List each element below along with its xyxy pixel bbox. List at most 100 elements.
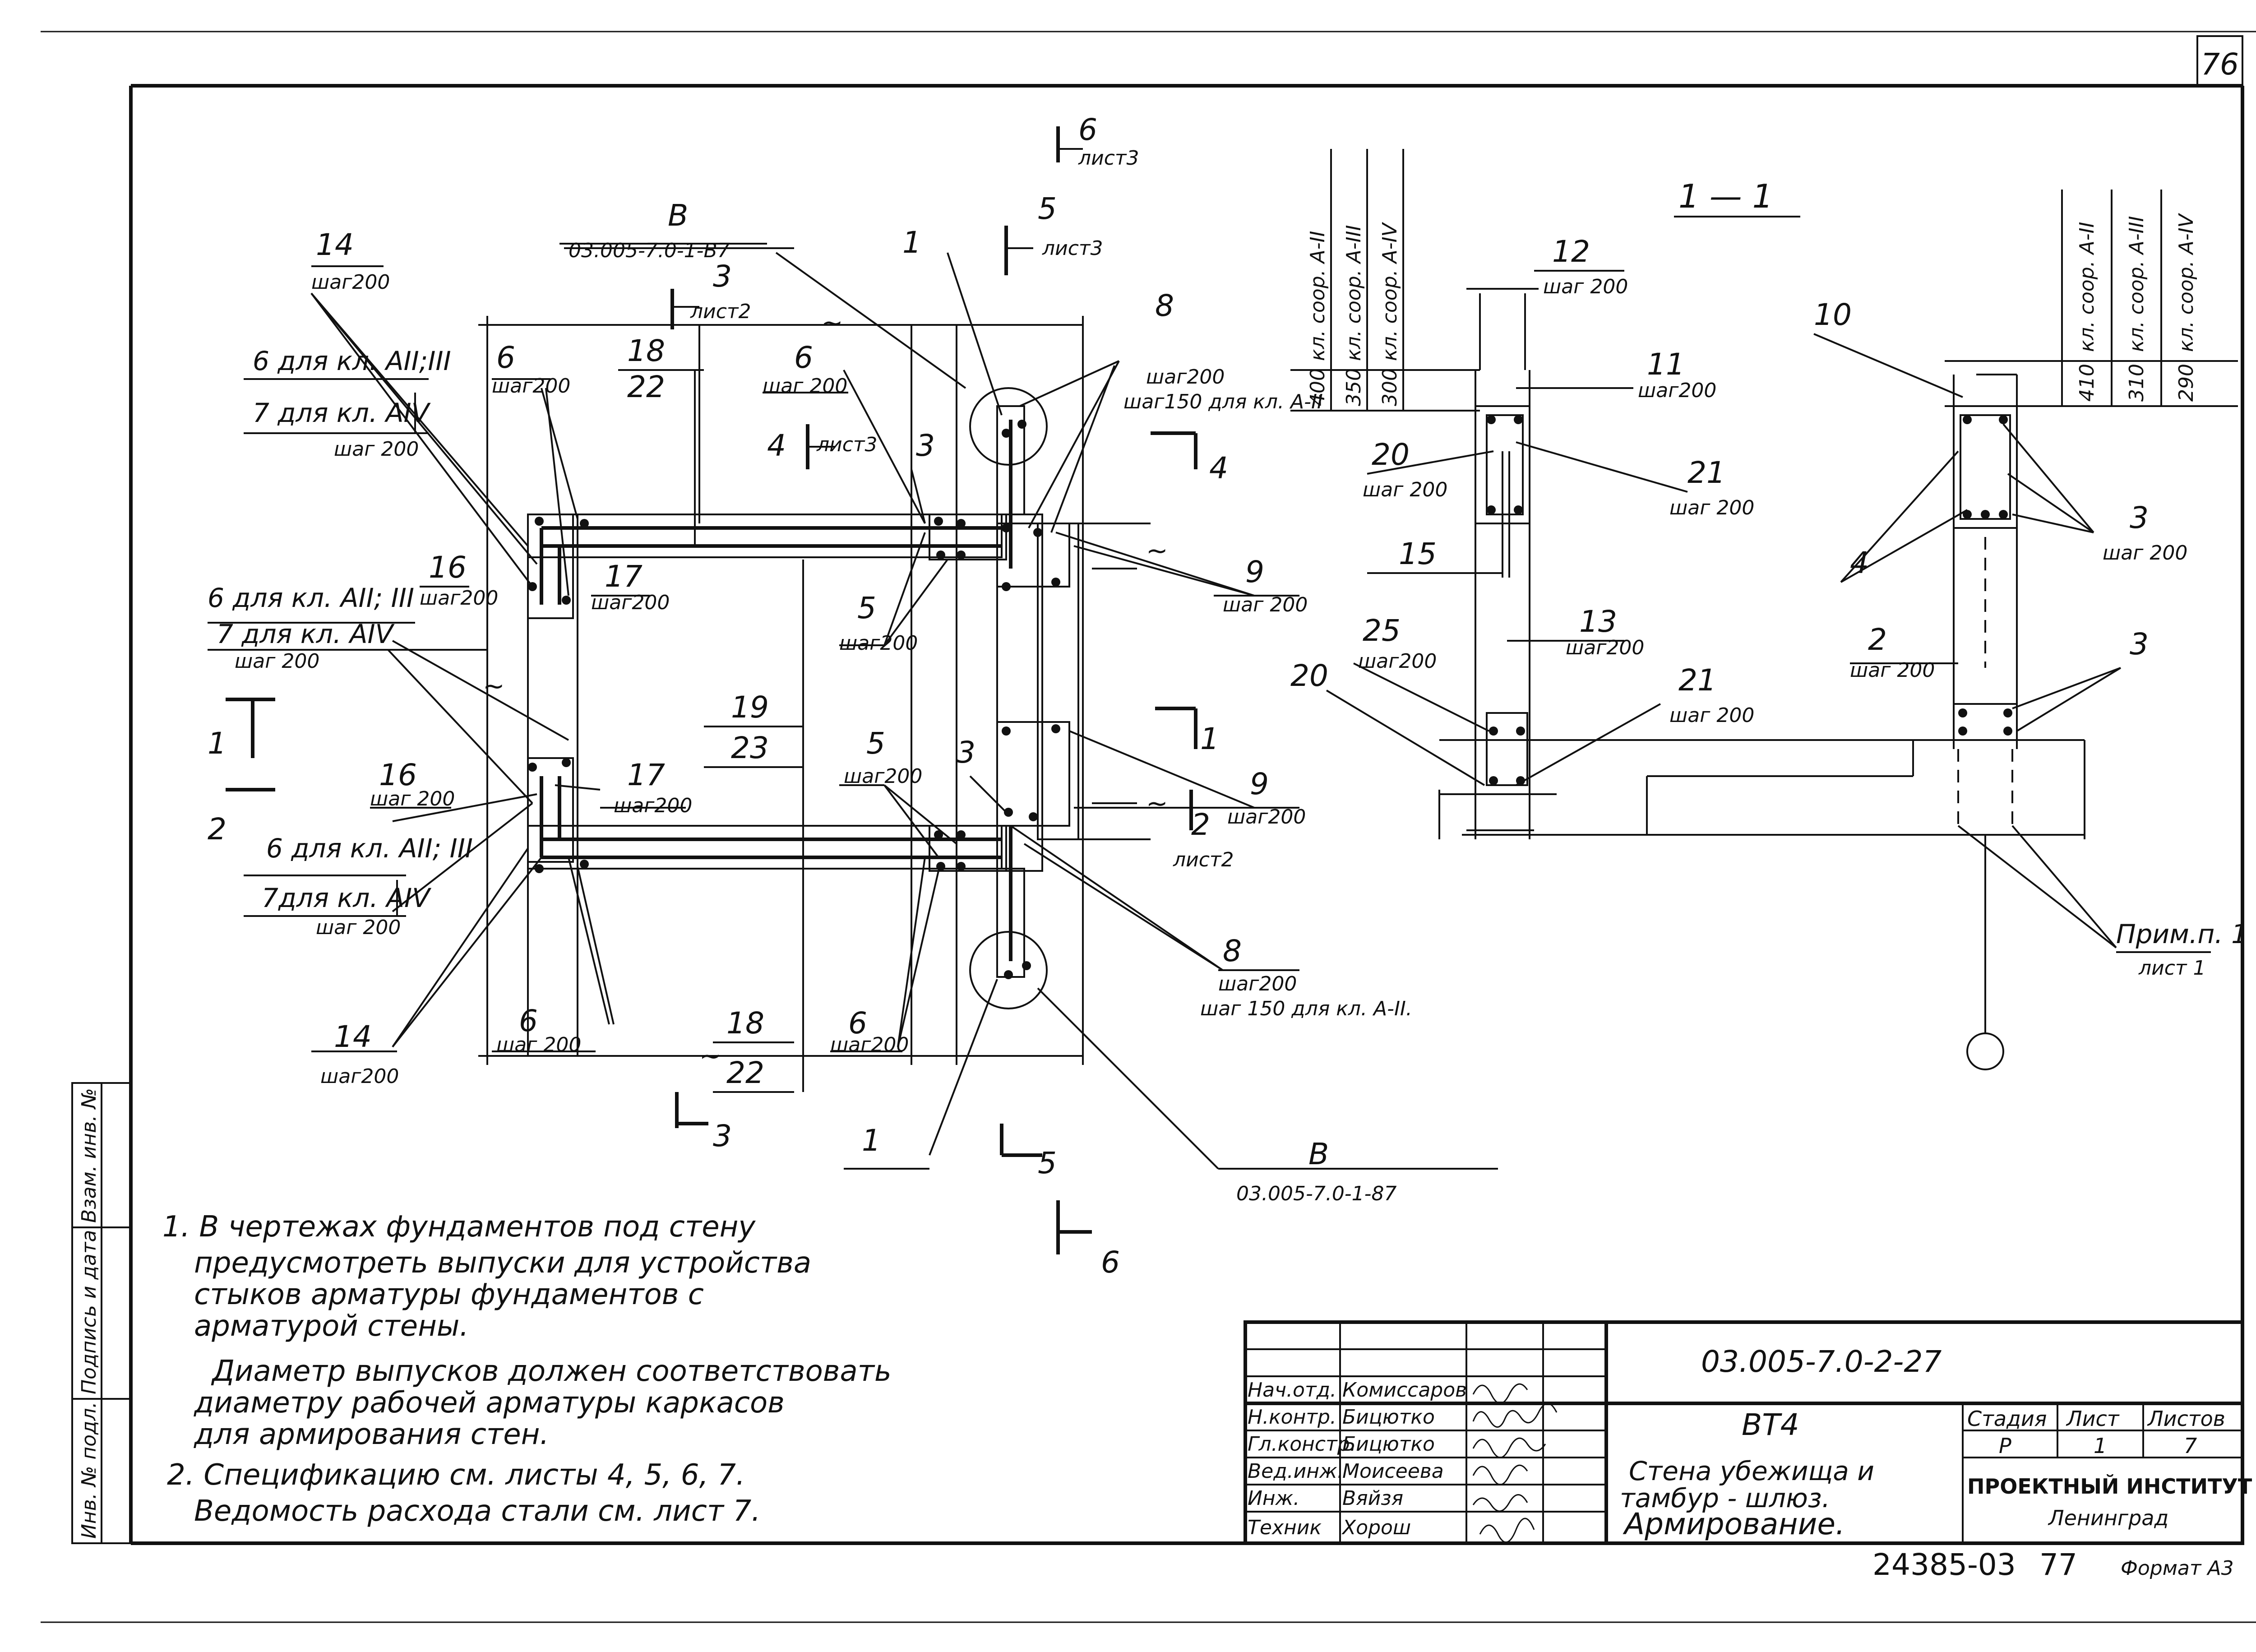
label-pos14-top-step: шаг200 bbox=[311, 271, 390, 294]
label-cut1-left: 1 bbox=[208, 726, 227, 761]
label-pos7-bot-note: 7для кл. АIV bbox=[262, 883, 432, 913]
label-pos9-bot-step: шаг200 bbox=[1227, 805, 1306, 828]
note-line-8: 2. Спецификацию см. листы 4, 5, 6, 7. bbox=[167, 1458, 745, 1492]
label-pos6-bot-note: 6 для кл. АII; III bbox=[266, 833, 473, 864]
label-pos6-c: 6 bbox=[519, 1004, 538, 1038]
sec-pos25-step: шаг200 bbox=[1358, 650, 1437, 673]
label-cut5-top: 5 bbox=[1038, 191, 1057, 226]
label-pos5-bot: 5 bbox=[866, 726, 885, 761]
label-cut2-right: 2 bbox=[1191, 807, 1210, 842]
label-pos19: 19 bbox=[731, 690, 769, 725]
label-pos5-bot-step: шаг200 bbox=[844, 765, 922, 788]
tb-name-1: Бицютко bbox=[1342, 1406, 1435, 1429]
tb-mark: ВТ4 bbox=[1742, 1407, 1799, 1442]
tb-role-2: Гл.констр. bbox=[1248, 1433, 1356, 1456]
side-stamp-podpis: Подпись и дата bbox=[78, 1230, 101, 1394]
note-line-5: Диаметр выпусков должен соответствовать bbox=[211, 1355, 892, 1388]
label-pos16-top-step: шаг200 bbox=[420, 587, 498, 610]
sec-pos21-top: 21 bbox=[1687, 455, 1725, 490]
label-pos8-bot-step2: шаг 150 для кл. А-II. bbox=[1200, 997, 1412, 1020]
sec-pos3-r: 3 bbox=[2130, 500, 2149, 535]
label-pos6-d: 6 bbox=[848, 1006, 867, 1041]
label-pos23: 23 bbox=[731, 731, 769, 765]
tb-stage: Р bbox=[1999, 1434, 2011, 1458]
label-pos7-top-note: 7 для кл. АIV bbox=[253, 398, 431, 428]
note-line-9: Ведомость расхода стали см. лист 7. bbox=[194, 1495, 761, 1528]
label-pos1-bot: 1 bbox=[862, 1123, 881, 1158]
sec-r-cls-a2: кл. соор. А-II bbox=[2076, 222, 2099, 352]
side-stamp: Инв. № подл. Подпись и дата Взам. инв. № bbox=[71, 1082, 132, 1544]
title-block: 03.005-7.0-2-27 ВТ4 Стена убежища и тамб… bbox=[1244, 1320, 2256, 1545]
sheet-frame: 76 bbox=[41, 31, 2256, 1623]
note-line-3: стыков арматуры фундаментов с bbox=[194, 1278, 704, 1311]
sec-pos11-step: шаг200 bbox=[1638, 379, 1716, 402]
label-pos5-top-step: шаг200 bbox=[839, 632, 918, 655]
note-line-6: диаметру рабочей арматуры каркасов bbox=[194, 1386, 785, 1420]
tb-name-2: Бицютко bbox=[1342, 1433, 1435, 1456]
tb-role-3: Вед.инж. bbox=[1248, 1460, 1344, 1483]
label-pos8-bot: 8 bbox=[1223, 934, 1242, 968]
section-cut-marks bbox=[226, 126, 1197, 1254]
sec-dim-350: 350 bbox=[1342, 368, 1365, 406]
break-mark-right: ~ bbox=[1146, 535, 1168, 566]
label-pos17-top: 17 bbox=[605, 559, 643, 594]
signatures bbox=[1472, 1383, 1558, 1543]
note-line-7: для армирования стен. bbox=[194, 1418, 549, 1451]
tb-role-5: Техник bbox=[1248, 1516, 1322, 1539]
sec-pos10: 10 bbox=[1814, 297, 1852, 332]
plan-view: ~ ~ ~ ~ ~ bbox=[208, 112, 1498, 1280]
sec-r-cls-a3: кл. соор. А-III bbox=[2125, 216, 2148, 352]
break-mark-bottom: ~ bbox=[699, 1041, 721, 1071]
tb-doc-code: 03.005-7.0-2-27 bbox=[1701, 1344, 1942, 1379]
axis-marker-circle bbox=[1966, 1032, 2004, 1070]
sec-pos21-bot-step: шаг 200 bbox=[1669, 704, 1754, 727]
label-pos9-bot: 9 bbox=[1250, 767, 1269, 801]
sec-pos13-step: шаг200 bbox=[1566, 636, 1644, 659]
label-pos6-top-note: 6 для кл. АII;III bbox=[253, 346, 451, 376]
label-pos7-bot-step: шаг 200 bbox=[316, 916, 401, 939]
sec-prim-sheet: лист 1 bbox=[2138, 957, 2206, 980]
label-cut2-right-sheet: лист2 bbox=[1173, 848, 1234, 871]
sec-pos20-b: 20 bbox=[1290, 658, 1328, 693]
tb-title-3: Армирование. bbox=[1623, 1507, 1845, 1541]
note-line-4: арматурой стены. bbox=[194, 1310, 469, 1343]
label-pos9-top: 9 bbox=[1245, 555, 1264, 589]
sec-dim-400: 400 bbox=[1306, 368, 1329, 406]
tb-name-5: Хорош bbox=[1341, 1516, 1411, 1539]
break-mark: ~ bbox=[821, 307, 843, 338]
label-pos16-top: 16 bbox=[429, 550, 467, 585]
side-stamp-inv-podl: Инв. № подл. bbox=[78, 1402, 101, 1539]
break-mark-left: ~ bbox=[483, 671, 505, 701]
tb-name-3: Моисеева bbox=[1342, 1460, 1444, 1483]
footer-format: Формат А3 bbox=[2121, 1557, 2234, 1580]
section-title: 1 — 1 bbox=[1678, 177, 1773, 215]
label-cut6-bottom: 6 bbox=[1101, 1245, 1120, 1280]
label-b-bottom-ref: 03.005-7.0-1-87 bbox=[1236, 1182, 1397, 1205]
label-cut6-top-sheet: лист3 bbox=[1078, 147, 1139, 170]
sec-pos4: 4 bbox=[1850, 546, 1869, 580]
label-cut2-left: 2 bbox=[208, 812, 227, 847]
label-pos22-top: 22 bbox=[627, 370, 665, 404]
label-pos1-top: 1 bbox=[902, 225, 921, 260]
sec-cls-a2: кл. соор. А-II bbox=[1306, 231, 1329, 361]
plan-leaders bbox=[310, 252, 1255, 1170]
tb-org-2: Ленинград bbox=[2048, 1506, 2168, 1530]
sec-cls-a4: кл. соор. А-IV bbox=[1378, 222, 1401, 361]
sec-cls-a3: кл. соор. А-III bbox=[1342, 225, 1365, 361]
sheet-number: 76 bbox=[2201, 47, 2239, 82]
sec-r-cls-a4: кл. соор. А-IV bbox=[2175, 213, 2198, 352]
tb-role-0: Нач.отд. bbox=[1248, 1379, 1336, 1402]
label-cut1-right: 1 bbox=[1200, 722, 1219, 756]
label-pos14-bot: 14 bbox=[334, 1019, 372, 1054]
label-pos8-top: 8 bbox=[1155, 288, 1174, 323]
label-pos6-b-step: шаг 200 bbox=[763, 375, 847, 398]
label-cut5-bottom: 5 bbox=[1038, 1146, 1057, 1180]
plan-underlines bbox=[208, 243, 1498, 1170]
sec-pos20: 20 bbox=[1372, 437, 1410, 472]
sec-pos12-step: шаг 200 bbox=[1543, 275, 1628, 298]
label-pos18-top: 18 bbox=[627, 333, 665, 368]
sec-dim-290: 290 bbox=[2175, 364, 2198, 402]
footer-page: 77 bbox=[2039, 1547, 2077, 1582]
label-pos17-bot-step: шаг200 bbox=[614, 794, 692, 817]
